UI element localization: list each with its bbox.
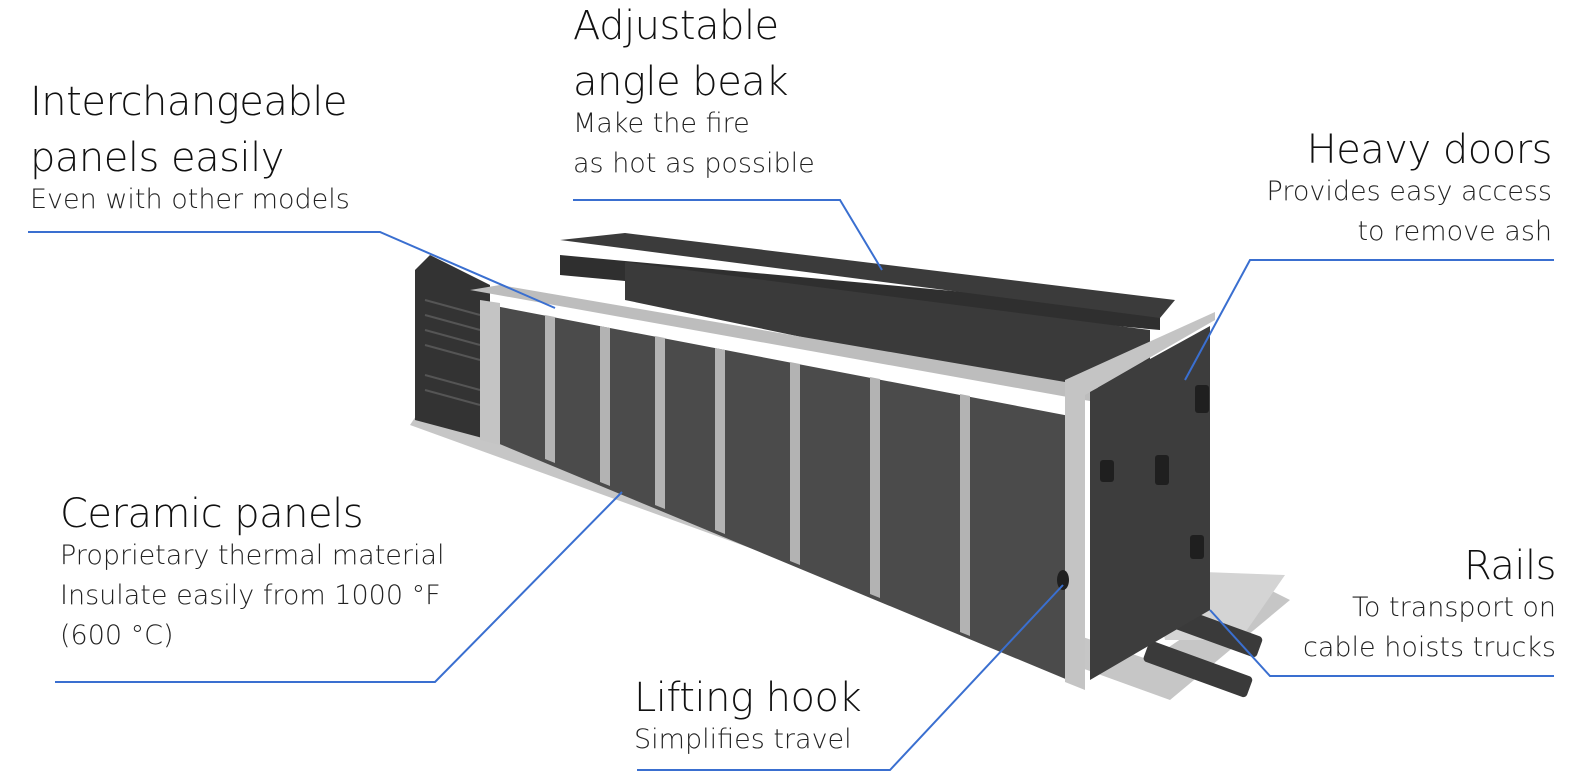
leader-lifting-hook — [637, 584, 1064, 771]
heavy-door — [1090, 326, 1210, 680]
door-latches — [1100, 385, 1209, 559]
lifting-hook-ring — [1057, 570, 1069, 590]
callout-description: to remove ash — [1357, 216, 1552, 247]
callout-title: Ceramic panels — [60, 491, 364, 537]
callout-interchangeable-panels: Interchangeable panels easily Even with … — [30, 82, 350, 220]
callout-angle-beak: Adjustable angle beak Make the fire as h… — [573, 6, 815, 184]
leader-interchangeable — [28, 231, 556, 309]
end-frame — [1065, 312, 1215, 690]
callout-title: Interchangeable — [30, 79, 347, 125]
end-housing — [415, 255, 490, 440]
callout-description: (600 °C) — [60, 620, 174, 651]
front-panels — [490, 305, 1080, 685]
leader-heavy-doors — [1184, 259, 1554, 381]
leader-angle-beak — [573, 199, 883, 271]
callout-rails: Rails To transport on cable hoists truck… — [1302, 543, 1557, 668]
inner-back-wall — [625, 262, 1150, 410]
callout-heavy-doors: Heavy doors Provides easy access to remo… — [1266, 127, 1553, 252]
angle-beak — [560, 233, 1175, 318]
callout-ceramic-panels: Ceramic panels Proprietary thermal mater… — [60, 494, 445, 656]
rail-bar-2 — [1143, 641, 1253, 698]
callout-description: Simplifies travel — [634, 724, 852, 755]
callout-description: cable hoists trucks — [1302, 632, 1556, 663]
callout-lifting-hook: Lifting hook Simplifies travel — [634, 675, 862, 760]
callout-title: Lifting hook — [634, 675, 862, 721]
callout-description: Proprietary thermal material — [60, 540, 445, 571]
callout-title: panels easily — [30, 135, 284, 181]
callout-title: Rails — [1464, 543, 1557, 589]
callout-description: Provides easy access — [1266, 176, 1552, 207]
callout-title: Adjustable — [573, 3, 779, 49]
top-rail — [470, 285, 1170, 410]
callout-description: To transport on — [1352, 592, 1556, 623]
callout-description: Even with other models — [30, 184, 350, 215]
left-post — [480, 300, 500, 445]
callout-description: Insulate easily from 1000 °F — [60, 580, 441, 611]
end-housing-vents — [424, 299, 481, 406]
callout-title: angle beak — [573, 59, 788, 105]
leader-rails — [1209, 609, 1554, 677]
leader-lines — [28, 199, 1554, 771]
callout-description: as hot as possible — [573, 148, 815, 179]
leader-ceramic — [55, 491, 623, 683]
panel-frames — [545, 315, 970, 636]
callout-description: Make the fire — [573, 108, 750, 139]
callout-title: Heavy doors — [1306, 127, 1553, 173]
